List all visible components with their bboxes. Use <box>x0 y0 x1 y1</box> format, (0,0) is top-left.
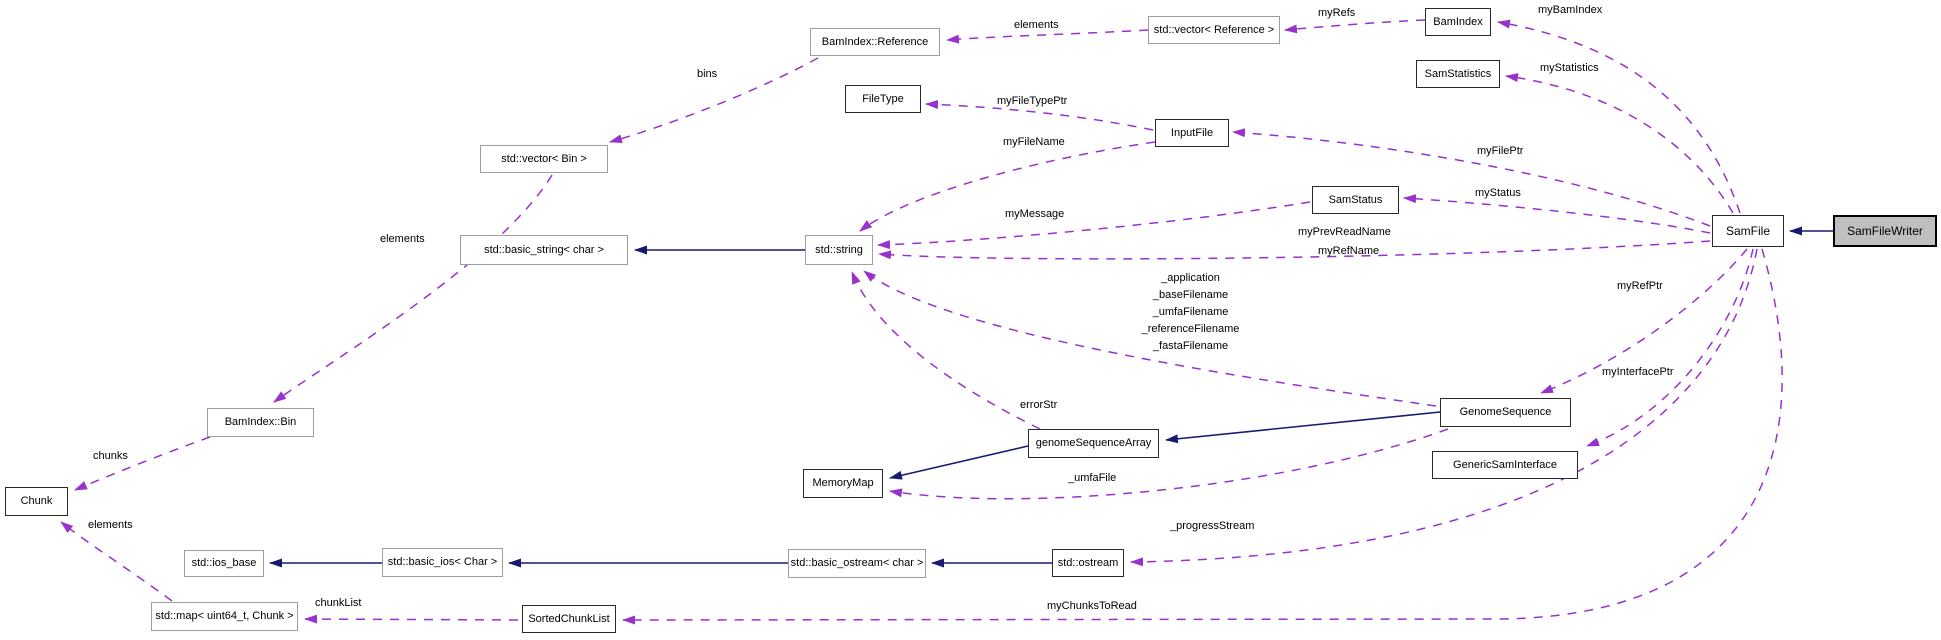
edge-elements-top <box>946 29 1149 44</box>
edge-elements-bottom <box>60 521 173 602</box>
edge-label-elements-top: elements <box>1014 19 1059 31</box>
node-samstatus[interactable]: SamStatus <box>1312 186 1399 214</box>
edge-myPrevReadName-myRefName <box>878 240 1711 260</box>
edge-myInterfacePtr <box>1586 248 1754 447</box>
edge-chunks <box>74 436 211 491</box>
edge-label-chunks: chunks <box>93 450 128 462</box>
edge-label-myFilePtr: myFilePtr <box>1477 145 1524 157</box>
node-map-chunk: std::map< uint64_t, Chunk > <box>151 602 298 631</box>
node-samstatistics[interactable]: SamStatistics <box>1416 60 1500 88</box>
edge-elements-mid <box>273 174 553 403</box>
edge-label-myStatistics: myStatistics <box>1540 62 1599 74</box>
edge-label-myRefPtr: myRefPtr <box>1617 280 1663 292</box>
edge-label-fastaFilename: _fastaFilename <box>1152 340 1229 352</box>
node-bamindex[interactable]: BamIndex <box>1425 8 1491 36</box>
edge-label-elements-bottom: elements <box>88 519 133 531</box>
edge-label-myFileName: myFileName <box>1003 136 1065 148</box>
node-ostream: std::ostream <box>1052 549 1124 577</box>
edge-myFileTypePtr <box>925 99 1154 131</box>
edge-label-myMessage: myMessage <box>1005 208 1065 220</box>
edge-errorStr <box>851 271 1041 430</box>
node-chunk[interactable]: Chunk <box>5 487 68 516</box>
edge-label-myChunksToRead: myChunksToRead <box>1047 600 1137 612</box>
node-filetype[interactable]: FileType <box>845 85 921 113</box>
node-basic-string: std::basic_string< char > <box>460 235 628 265</box>
node-genomesequence[interactable]: GenomeSequence <box>1440 398 1571 427</box>
node-samfile[interactable]: SamFile <box>1712 215 1784 247</box>
edge-label-bins: bins <box>697 68 718 80</box>
edge-label-umfaFile: _umfaFile <box>1068 472 1117 484</box>
edge-label-myPrevReadName: myPrevReadName <box>1298 226 1391 238</box>
edge-label-referenceFilename: _referenceFilename <box>1141 323 1240 335</box>
node-samfilewriter: SamFileWriter <box>1833 215 1937 247</box>
edge-progressStream <box>1130 248 1758 567</box>
edge-label-errorStr: errorStr <box>1020 399 1058 411</box>
edge-label-chunkList: chunkList <box>315 597 362 609</box>
node-memorymap[interactable]: MemoryMap <box>803 469 883 498</box>
edge-genomesequence-gsarray <box>1165 411 1441 444</box>
node-bamindex-reference: BamIndex::Reference <box>810 28 940 56</box>
edge-label-myStatus: myStatus <box>1475 187 1521 199</box>
edge-label-myBamIndex: myBamIndex <box>1538 4 1603 16</box>
edge-label-myRefName: myRefName <box>1318 245 1380 257</box>
node-sortedchunklist[interactable]: SortedChunkList <box>522 605 616 633</box>
node-ios-base: std::ios_base <box>184 550 264 577</box>
node-string: std::string <box>805 235 873 265</box>
node-genomesequencearray[interactable]: genomeSequenceArray <box>1028 429 1159 458</box>
edge-label-progressStream: _progressStream <box>1170 520 1255 532</box>
edge-label-myRefs: myRefs <box>1318 7 1356 19</box>
node-inputfile[interactable]: InputFile <box>1155 119 1229 147</box>
edge-myBamIndex <box>1497 19 1741 214</box>
edge-myRefs <box>1284 19 1426 34</box>
node-bamindex-bin: BamIndex::Bin <box>207 408 314 437</box>
edge-label-myFileTypePtr: myFileTypePtr <box>997 95 1068 107</box>
edge-label-elements-mid: elements <box>380 233 425 245</box>
edge-label-baseFilename: _baseFilename <box>1152 289 1229 301</box>
edge-label-myInterfacePtr: myInterfacePtr <box>1602 366 1674 378</box>
edge-label-application: _application <box>1161 272 1220 284</box>
edge-gsarray-memorymap <box>889 445 1029 480</box>
edge-label-string-fields: _application _baseFilename _umfaFilename… <box>1118 270 1263 355</box>
node-vector-bin: std::vector< Bin > <box>480 145 608 173</box>
edge-myMessage <box>877 201 1311 250</box>
edge-myStatus <box>1403 194 1711 234</box>
edge-chunkList <box>304 614 519 624</box>
node-basic-ios: std::basic_ios< Char > <box>382 548 503 577</box>
node-genericsaminterface[interactable]: GenericSamInterface <box>1432 451 1578 479</box>
edge-myStatistics <box>1505 73 1734 214</box>
node-vector-reference: std::vector< Reference > <box>1148 16 1280 44</box>
edge-myFilePtr <box>1232 128 1711 227</box>
node-basic-ostream: std::basic_ostream< char > <box>788 549 926 578</box>
edge-label-umfaFilename: _umfaFilename <box>1152 306 1229 318</box>
